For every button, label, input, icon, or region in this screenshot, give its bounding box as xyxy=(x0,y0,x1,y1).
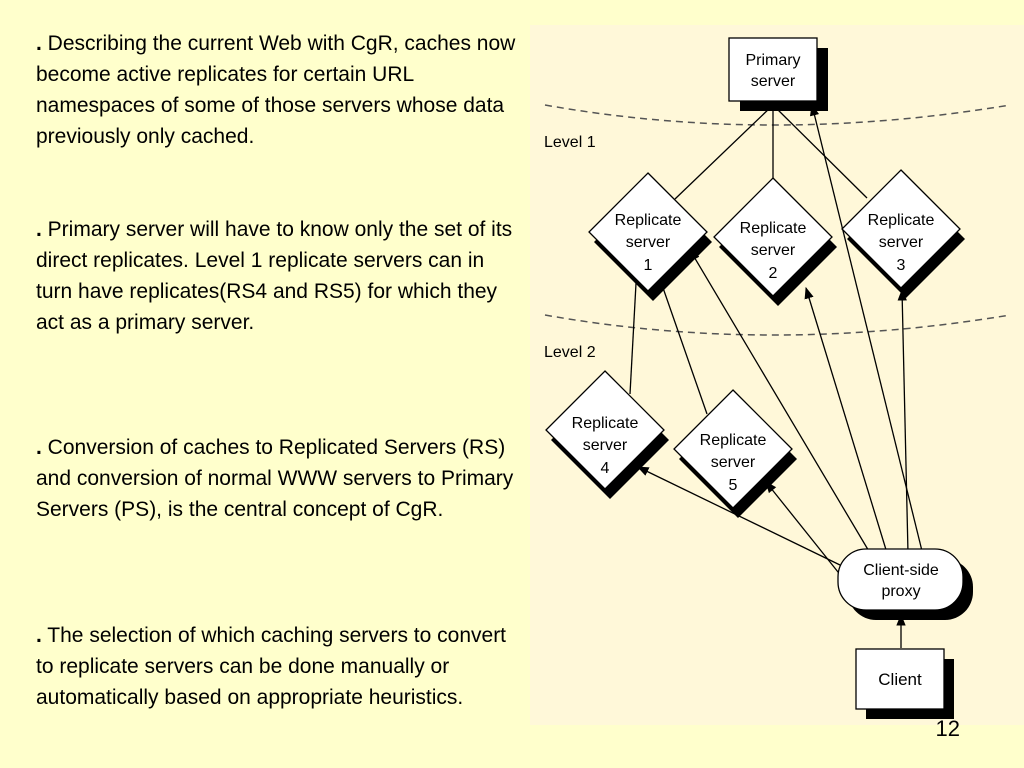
rs3-label-line3: 3 xyxy=(897,257,906,274)
client-side-proxy-node: Client-side proxy xyxy=(837,548,973,620)
proxy-label-line1: Client-side xyxy=(863,562,939,579)
arrow-proxy-rs1 xyxy=(689,248,871,554)
level1-label: Level 1 xyxy=(544,134,596,151)
level2-boundary xyxy=(544,314,1011,336)
bullet-1-marker: . xyxy=(36,32,42,55)
replicate-server-3-node: Replicate server 3 xyxy=(841,169,965,298)
rs1-label-line3: 1 xyxy=(644,257,653,274)
rs5-label-line2: server xyxy=(711,454,756,471)
rs4-label-line1: Replicate xyxy=(572,415,639,432)
rs2-label-line1: Replicate xyxy=(740,220,807,237)
bullet-1-text: Describing the current Web with CgR, cac… xyxy=(36,32,516,148)
rs3-label-line1: Replicate xyxy=(868,212,935,229)
proxy-label-line2: proxy xyxy=(881,583,920,600)
bullet-2-text: Primary server will have to know only th… xyxy=(36,218,513,334)
bullet-4-text: The selection of which caching servers t… xyxy=(36,624,507,709)
rs4-label-line3: 4 xyxy=(601,460,610,477)
bullet-4: . The selection of which caching servers… xyxy=(36,620,516,713)
bullet-1: . Describing the current Web with CgR, c… xyxy=(36,28,516,152)
page-number: 12 xyxy=(935,716,960,741)
rs5-label-line3: 5 xyxy=(729,477,738,494)
replicate-server-1-node: Replicate server 1 xyxy=(588,172,712,301)
rs5-label-line1: Replicate xyxy=(700,432,767,449)
cgr-hierarchy-diagram: Level 1 Level 2 Primary server Replicate… xyxy=(530,25,1024,725)
level2-label: Level 2 xyxy=(544,344,596,361)
rs1-label-line1: Replicate xyxy=(615,212,682,229)
bullet-3: . Conversion of caches to Replicated Ser… xyxy=(36,432,516,525)
client-node: Client xyxy=(855,648,954,719)
link-primary-rs1 xyxy=(674,104,774,200)
rs4-label-line2: server xyxy=(583,437,628,454)
replicate-server-2-node: Replicate server 2 xyxy=(713,177,837,306)
link-rs1-rs5 xyxy=(661,284,708,415)
bullet-4-marker: . xyxy=(36,624,42,647)
primary-server-node: Primary server xyxy=(728,37,828,111)
rs3-label-line2: server xyxy=(879,234,924,251)
bullet-3-marker: . xyxy=(36,436,42,459)
rs1-label-line2: server xyxy=(626,234,671,251)
arrow-proxy-rs3 xyxy=(897,288,909,554)
hierarchy-links xyxy=(629,104,868,415)
replicate-server-4-node: Replicate server 4 xyxy=(545,370,669,499)
client-label: Client xyxy=(878,670,922,689)
bullet-3-text: Conversion of caches to Replicated Serve… xyxy=(36,436,514,521)
arrow-proxy-rs2 xyxy=(804,286,888,554)
arrow-proxy-rs5 xyxy=(765,481,843,578)
bullet-2: . Primary server will have to know only … xyxy=(36,214,516,338)
link-rs1-rs4 xyxy=(629,264,638,395)
primary-server-label-line2: server xyxy=(751,73,796,90)
bullet-2-marker: . xyxy=(36,218,42,241)
rs2-label-line2: server xyxy=(751,242,796,259)
rs2-label-line3: 2 xyxy=(769,265,778,282)
replicate-server-5-node: Replicate server 5 xyxy=(673,389,797,518)
level1-boundary xyxy=(544,104,1011,126)
primary-server-label-line1: Primary xyxy=(745,52,800,69)
arrow-proxy-primary xyxy=(809,103,924,556)
link-primary-rs3 xyxy=(772,104,868,199)
